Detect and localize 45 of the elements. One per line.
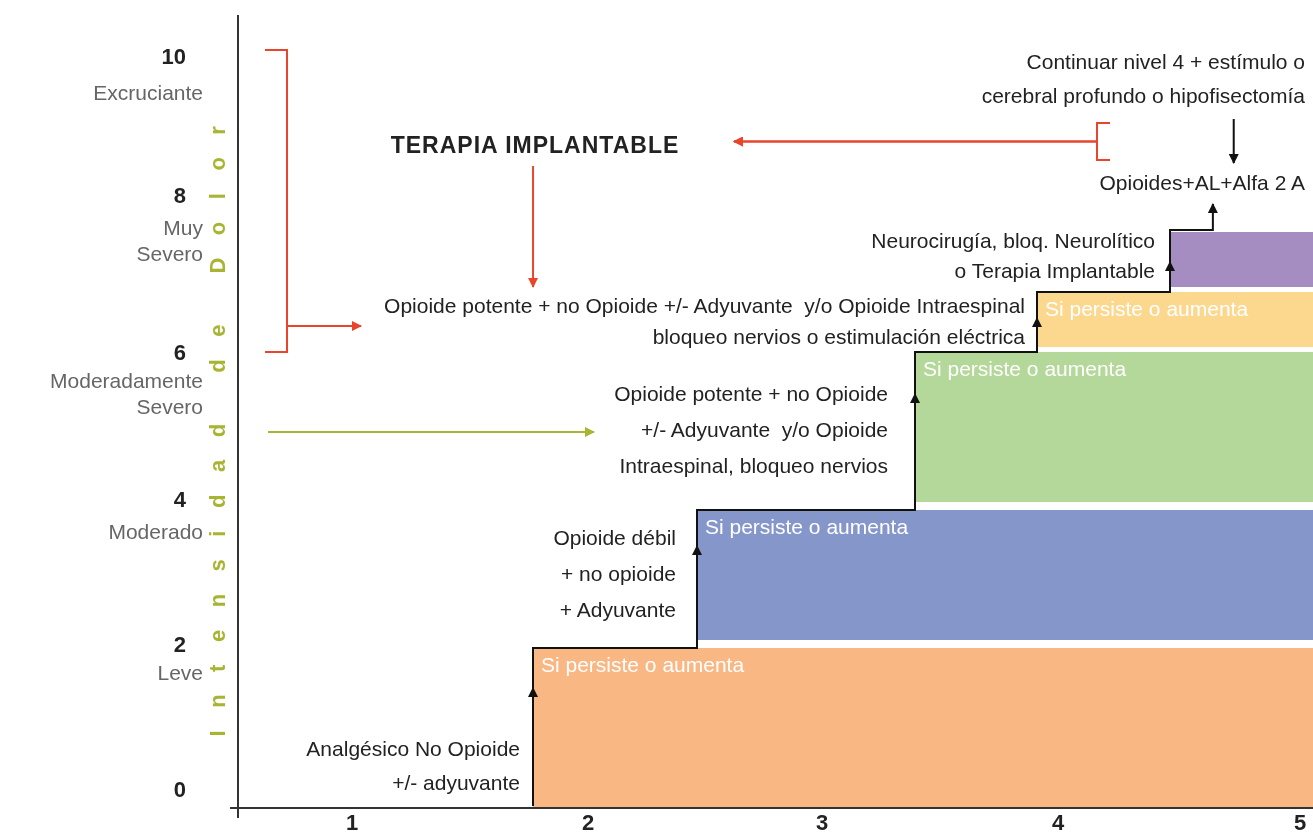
step-band xyxy=(1037,292,1313,347)
treatment-text: Analgésico No Opioide +/- adyuvante xyxy=(293,732,520,802)
tick-label: 10 xyxy=(160,44,186,70)
bracket-arrow xyxy=(264,49,362,353)
band-label: Si persiste o aumenta xyxy=(541,652,745,678)
scale-label: Moderado xyxy=(107,519,203,545)
treatment-text: Neurocirugía, bloq. Neurolítico o Terapia Implantable xyxy=(861,226,1155,288)
arrow xyxy=(532,545,702,689)
tick-label: 0 xyxy=(172,777,186,803)
treatment-text: Opioides+AL+Alfa 2 A xyxy=(1030,166,1305,200)
tick-label: 4 xyxy=(172,487,186,513)
treatment-text: Continuar nivel 4 + estímulo o cerebral profundo o hipofisectomía xyxy=(975,45,1305,115)
tick-label: 3 xyxy=(814,810,830,835)
tick-label: 8 xyxy=(172,183,186,209)
treatment-text: Opioide débil + no opioide + Adyuvante xyxy=(543,520,676,625)
arrow xyxy=(1036,261,1175,319)
band-label: Si persiste o aumenta xyxy=(923,356,1127,382)
scale-label: Excruciante xyxy=(92,80,203,106)
axis-title: Intensidad de Dolor xyxy=(205,103,231,737)
band-label: Si persiste o aumenta xyxy=(705,514,909,540)
heading-text: TERAPIA IMPLANTABLE xyxy=(340,128,730,162)
tick-label: 2 xyxy=(580,810,596,835)
band-label: Si persiste o aumenta xyxy=(1045,296,1249,322)
arrow xyxy=(528,687,538,807)
treatment-text: Opioide potente + no Opioide +/- Adyuvante y/o Opioide Intraespinal, bloqueo nervios xyxy=(598,376,888,481)
step-band xyxy=(915,352,1313,502)
arrow xyxy=(1228,118,1239,164)
step-band xyxy=(697,510,1313,640)
step-band xyxy=(1170,232,1313,287)
scale-label: Leve xyxy=(156,660,203,686)
tick-label: 6 xyxy=(172,340,186,366)
arrow xyxy=(696,393,920,547)
step-band xyxy=(533,648,1313,808)
arrow xyxy=(267,427,595,437)
tick-label: 1 xyxy=(344,810,360,835)
tick-label: 5 xyxy=(1292,810,1308,835)
bracket-arrow xyxy=(733,136,1111,161)
treatment-text: Opioide potente + no Opioide +/- Adyuvante y/o Opioide Intraespinal bloqueo nervios o estimulación eléctrica xyxy=(365,290,1025,354)
tick-label: 2 xyxy=(172,632,186,658)
arrow xyxy=(914,317,1042,395)
tick-label: 4 xyxy=(1050,810,1066,835)
arrow xyxy=(528,165,539,288)
scale-label: Muy Severo xyxy=(135,215,203,267)
scale-label: Moderadamente Severo xyxy=(49,368,203,420)
arrow xyxy=(1169,203,1218,263)
